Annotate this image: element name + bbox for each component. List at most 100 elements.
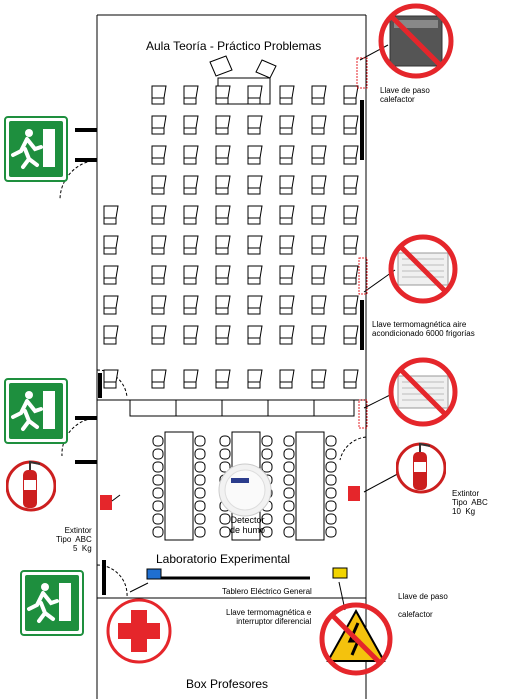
lab-stool [152, 474, 164, 486]
lab-stool [261, 513, 273, 525]
seat [311, 325, 327, 345]
lab-stool [194, 526, 206, 538]
seat [215, 325, 231, 345]
seat [151, 85, 167, 105]
seat [247, 265, 263, 285]
lab-stool [152, 513, 164, 525]
lab-stool [283, 500, 295, 512]
seat [151, 325, 167, 345]
seat [183, 205, 199, 225]
lab-stool [283, 487, 295, 499]
seat [279, 265, 295, 285]
seat [215, 175, 231, 195]
extinguisher-left-label: Extintor Tipo ABC 5 Kg [56, 526, 92, 554]
seat [103, 369, 119, 389]
lab-stool [325, 487, 337, 499]
lab-table [295, 431, 325, 541]
seat [151, 265, 167, 285]
seat [183, 85, 199, 105]
seat [343, 85, 359, 105]
seat [279, 295, 295, 315]
extinguisher-right-label: Extintor Tipo ABC 10 Kg [452, 489, 488, 517]
seat [103, 235, 119, 255]
smoke-detector-icon [218, 463, 272, 517]
seat [151, 175, 167, 195]
seat [279, 235, 295, 255]
seat [311, 115, 327, 135]
valve-marker-lab [358, 399, 368, 429]
seat [247, 115, 263, 135]
seat [247, 235, 263, 255]
seat [151, 145, 167, 165]
seat [151, 205, 167, 225]
gas-valve-label: Llave de paso calefactor [398, 592, 448, 620]
seat [247, 369, 263, 389]
seat [103, 325, 119, 345]
heater-valve-label: Llave de paso calefactor [380, 86, 430, 105]
seat [311, 145, 327, 165]
seat [151, 235, 167, 255]
ac-breaker-label: Llave termomagnética aire acondicionado … [372, 320, 475, 339]
seat [311, 205, 327, 225]
lab-stool [283, 526, 295, 538]
lab-stool [219, 435, 231, 447]
no-electrical-hazard-icon [319, 602, 393, 676]
first-aid-icon [106, 598, 172, 664]
seat [343, 369, 359, 389]
seat [343, 265, 359, 285]
seat [343, 235, 359, 255]
lab-stool [325, 461, 337, 473]
seat [247, 325, 263, 345]
valve-marker-mid [358, 257, 368, 295]
seat [215, 145, 231, 165]
lab-stool [325, 500, 337, 512]
seat [103, 205, 119, 225]
valve-marker-top [356, 57, 368, 89]
extinguisher-marker-right [348, 486, 360, 501]
lab-stool [325, 448, 337, 460]
seat [215, 369, 231, 389]
seat [215, 85, 231, 105]
no-air-conditioner-icon [388, 234, 458, 304]
seat [279, 145, 295, 165]
lab-stool [152, 461, 164, 473]
seat [183, 265, 199, 285]
classroom-seats [103, 85, 359, 389]
lab-stool [194, 448, 206, 460]
classroom-title: Aula Teoría - Práctico Problemas [146, 39, 322, 53]
seat [103, 295, 119, 315]
lab-stool [325, 435, 337, 447]
door-jambs [75, 100, 364, 595]
lab-stool [283, 448, 295, 460]
lab-stool [325, 513, 337, 525]
panel-label: Tablero Eléctrico General [222, 587, 312, 596]
seat [279, 325, 295, 345]
office-title: Box Profesores [186, 677, 269, 691]
seat [183, 175, 199, 195]
seat [343, 205, 359, 225]
seat [215, 115, 231, 135]
lab-stool [325, 526, 337, 538]
smoke-detector-label: Detector de humo [230, 515, 266, 536]
seat [183, 235, 199, 255]
seat [215, 265, 231, 285]
seat [183, 145, 199, 165]
seat [311, 175, 327, 195]
lab-stool [219, 526, 231, 538]
lab-stool [194, 474, 206, 486]
seat [311, 369, 327, 389]
exit-sign-middle [4, 378, 68, 444]
lab-stool [194, 500, 206, 512]
seat [215, 295, 231, 315]
seat [247, 205, 263, 225]
seat [183, 325, 199, 345]
lab-stool [219, 461, 231, 473]
seat [279, 175, 295, 195]
seat [343, 115, 359, 135]
lab-stool [194, 461, 206, 473]
lab-stool [219, 513, 231, 525]
extinguisher-marker-left [100, 495, 112, 510]
lab-table [164, 431, 194, 541]
lab-stool [283, 435, 295, 447]
